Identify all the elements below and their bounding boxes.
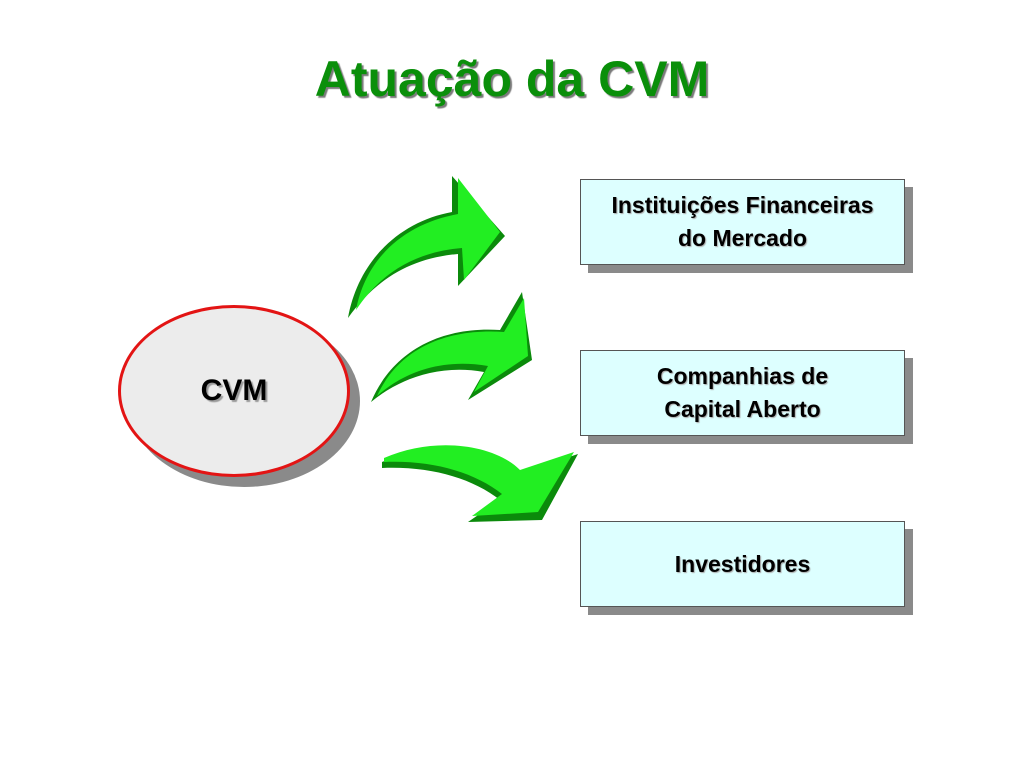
target-box-2-label: Companhias de Capital Aberto [656,363,829,422]
arrow-mid-face [377,298,528,396]
target-box-3-body: Investidores [580,521,905,607]
target-box-1-body: Instituições Financeiras do Mercado [580,179,905,265]
center-node-ellipse: CVM [118,305,350,477]
arrow-up-icon [348,176,505,318]
target-box-1-label: Instituições Financeiras do Mercado [611,192,874,251]
slide-title: Atuação da CVM [314,51,710,107]
arrow-mid-icon [371,292,532,402]
arrow-up-face [356,178,500,310]
arrow-down-icon [382,445,578,522]
target-box-2-body: Companhias de Capital Aberto [580,350,905,436]
target-box-3-label: Investidores [674,550,811,577]
arrow-down-face [384,445,574,516]
center-node-label: CVM [200,374,268,407]
